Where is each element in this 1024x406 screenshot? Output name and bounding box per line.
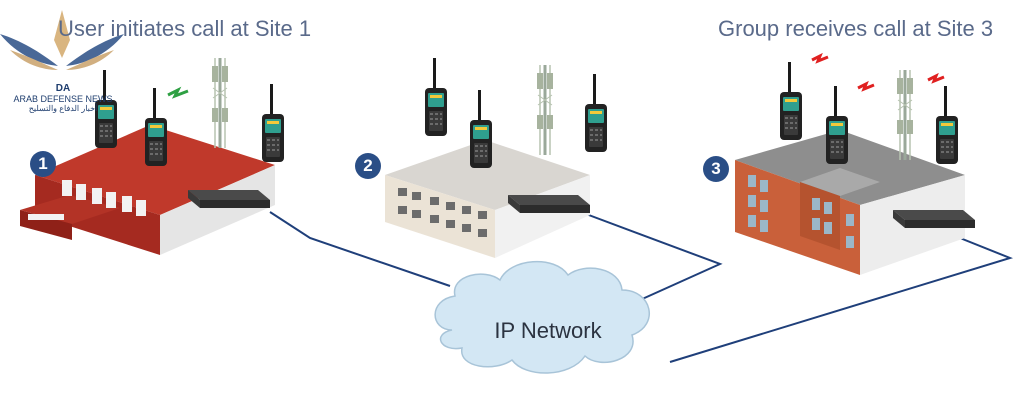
site3-building	[735, 68, 975, 275]
network-link-lines	[269, 207, 1014, 363]
radio-icon	[262, 84, 284, 162]
ip-network-label: IP Network	[494, 318, 602, 343]
receive-signal-icon	[810, 54, 946, 91]
site-badge-3: 3	[703, 156, 729, 182]
radio-icon	[585, 74, 607, 152]
caption-site3: Group receives call at Site 3	[718, 16, 994, 41]
link-site2	[569, 207, 723, 301]
radio-icon	[936, 86, 958, 164]
call-signal-icon	[167, 86, 189, 99]
logo	[0, 10, 124, 70]
logo-name: ARAB DEFENSE NEWS	[13, 94, 113, 104]
logo-initials: DA	[55, 83, 71, 94]
site1-building	[20, 56, 275, 255]
radio-icon	[780, 62, 802, 140]
radio-icon	[826, 86, 848, 164]
link-site1	[269, 211, 451, 287]
logo-text: DA ARAB DEFENSE NEWS أخبار الدفاع والتسل…	[0, 84, 126, 114]
site2-building	[385, 63, 590, 258]
radio-icon	[145, 88, 167, 166]
caption-site1: User initiates call at Site 1	[58, 16, 312, 41]
radio-icon	[470, 90, 492, 168]
site-badge-2: 2	[355, 153, 381, 179]
ip-network-cloud	[434, 261, 650, 374]
radio-icon	[425, 58, 447, 136]
site-badge-1: 1	[30, 151, 56, 177]
link-site3	[669, 231, 1014, 363]
logo-subtitle: أخبار الدفاع والتسليح	[28, 104, 98, 113]
